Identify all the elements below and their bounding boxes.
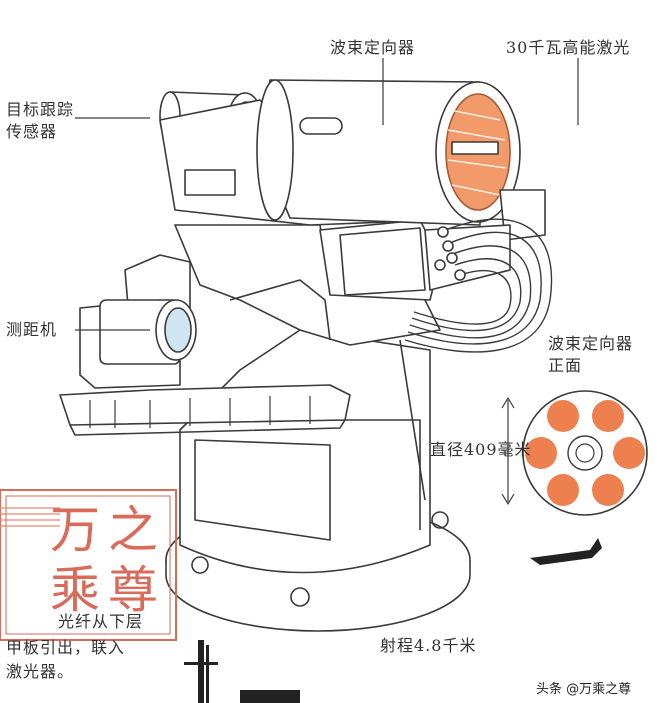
label-fiber-1: 光纤从下层: [58, 612, 144, 631]
laser-aperture-4: [592, 474, 624, 506]
laser-aperture-1: [547, 400, 579, 432]
aircraft-silhouette: [530, 538, 602, 565]
label-fiber-2: 甲板引出，联入: [6, 638, 126, 657]
label-front-view-1: 波束定向器: [548, 334, 634, 353]
seal-char-3: 乘: [50, 561, 100, 619]
label-rangefinder: 测距机: [6, 320, 58, 339]
laser-aperture-6: [525, 437, 557, 469]
rangefinder-lens: [164, 307, 192, 353]
seal-char-2: 之: [108, 501, 158, 559]
label-target-tracking-1: 目标跟踪: [6, 100, 75, 119]
beam-director-front-view: [522, 390, 648, 516]
label-fiber-3: 激光器。: [6, 662, 75, 681]
ship-silhouette: [184, 640, 300, 703]
seal-char-4: 尊: [108, 561, 158, 619]
watermark: 头条 @万乘之尊: [536, 682, 632, 697]
label-front-view-2: 正面: [548, 356, 583, 375]
laser-aperture-5: [547, 474, 579, 506]
seal-char-1: 万: [50, 501, 100, 559]
label-30kw-laser: 30千瓦高能激光: [506, 38, 631, 57]
label-diameter: 直径409毫米: [430, 440, 532, 459]
laser-aperture-2: [592, 400, 624, 432]
label-target-tracking-2: 传感器: [6, 122, 58, 141]
deck: [59, 384, 351, 426]
seal-stamp: [0, 489, 177, 641]
label-beam-director: 波束定向器: [330, 38, 416, 57]
laser-aperture-3: [613, 437, 645, 469]
label-range: 射程4.8千米: [380, 636, 477, 655]
